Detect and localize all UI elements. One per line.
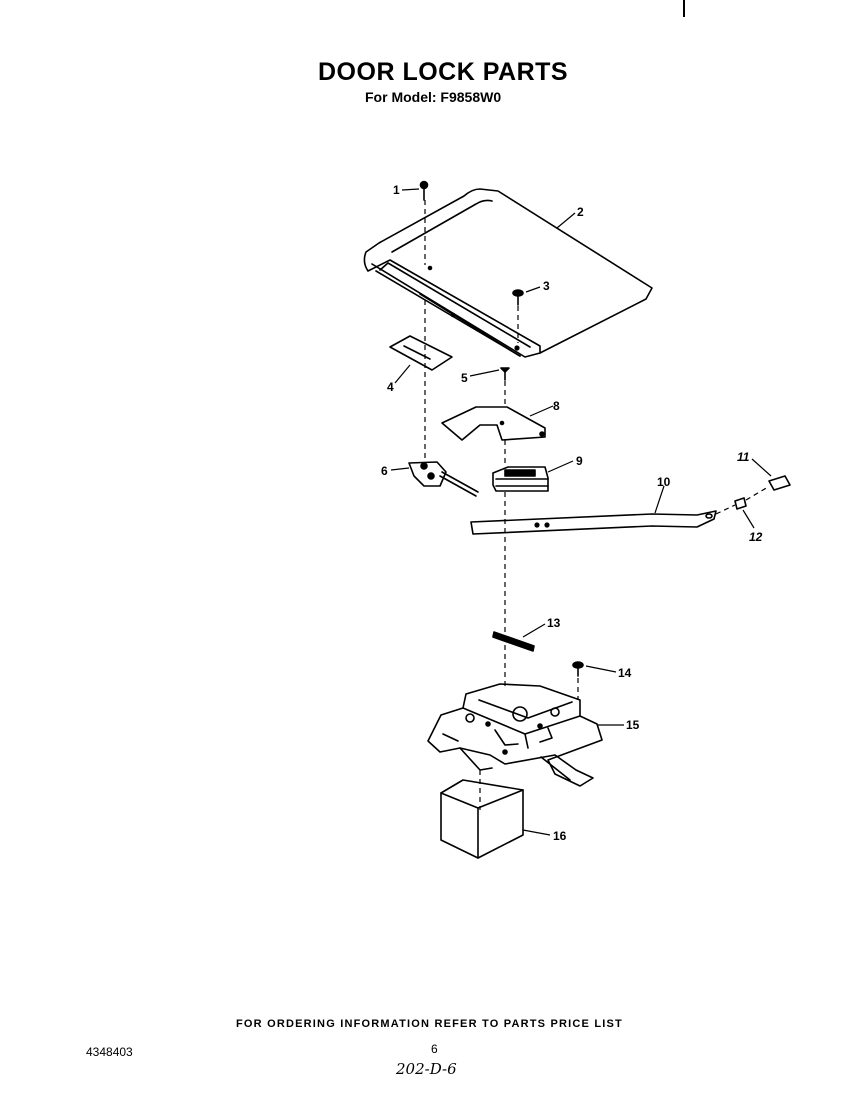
part-10-rod <box>470 510 717 535</box>
callout-14: 14 <box>618 666 632 680</box>
callout-15: 15 <box>626 718 640 732</box>
part-6-switch <box>408 461 479 497</box>
callout-2: 2 <box>577 205 584 219</box>
callout-3: 3 <box>543 279 550 293</box>
part-9-latch <box>492 466 549 492</box>
part-8-bracket <box>441 406 546 441</box>
page-number: 6 <box>431 1042 438 1056</box>
part-15-mechanism <box>427 683 603 787</box>
callout-16: 16 <box>553 829 567 843</box>
part-4-pad <box>389 335 453 371</box>
part-16-box <box>440 779 524 859</box>
document-number: 4348403 <box>86 1045 133 1059</box>
part-14-screw <box>572 661 584 677</box>
callout-5: 5 <box>461 371 468 385</box>
part-1-screw <box>419 180 429 201</box>
callout-4: 4 <box>387 380 394 394</box>
callout-8: 8 <box>553 399 560 413</box>
part-13-spring <box>492 631 535 652</box>
handwritten-code: 202-D-6 <box>396 1060 457 1078</box>
callout-13: 13 <box>547 616 561 630</box>
callout-9: 9 <box>576 454 583 468</box>
model-line: For Model: F9858W0 <box>365 89 502 105</box>
part-3-screw <box>512 289 524 306</box>
callout-12: 12 <box>749 530 763 544</box>
callout-10: 10 <box>657 475 671 489</box>
ordering-note: FOR ORDERING INFORMATION REFER TO PARTS … <box>236 1018 623 1030</box>
callout-1: 1 <box>393 183 400 197</box>
edge-mark <box>683 0 685 17</box>
part-12-clip <box>734 497 747 510</box>
part-2-cover <box>363 188 653 358</box>
part-5-screw <box>500 367 510 381</box>
callout-11: 11 <box>737 450 750 464</box>
page-title: DOOR LOCK PARTS <box>318 58 569 86</box>
part-11-knob <box>768 475 791 491</box>
callout-6: 6 <box>381 464 388 478</box>
